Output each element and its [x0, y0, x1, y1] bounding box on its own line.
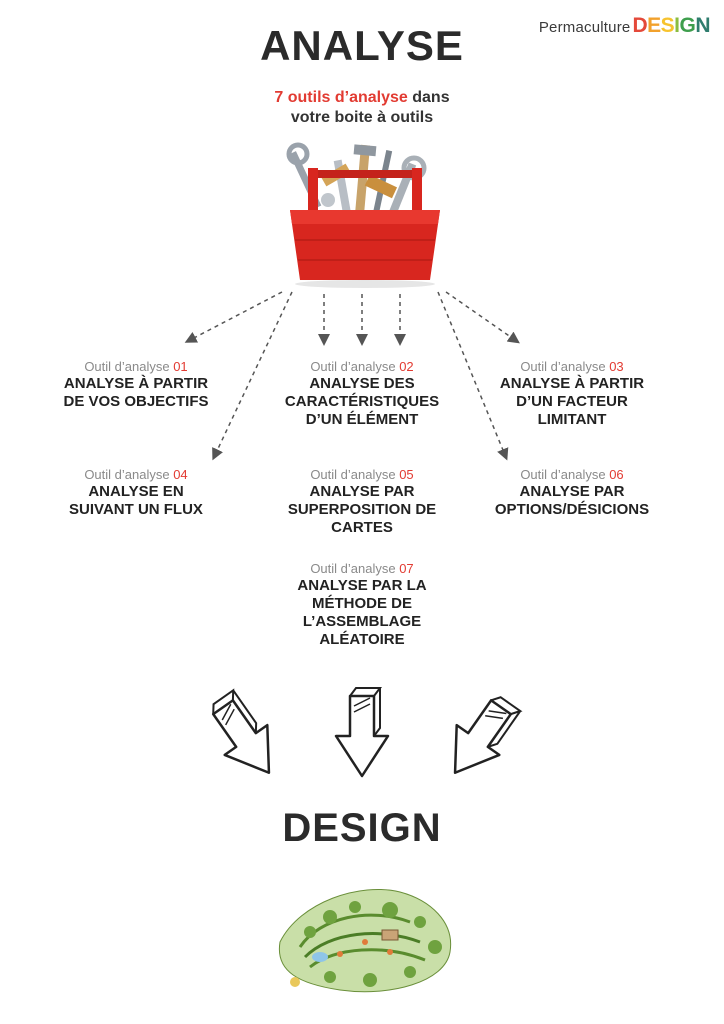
dashed-arrow-icon	[437, 291, 509, 461]
brand-letter: S	[660, 14, 675, 37]
tool-title-line: D’UN ÉLÉMENT	[305, 411, 419, 428]
brand-letter: I	[674, 14, 680, 37]
subtitle: 7 outils d’analyse dans votre boite à ou…	[0, 88, 724, 128]
tool-kicker: Outil d’analyse	[310, 467, 400, 482]
brand-letter: N	[695, 14, 710, 37]
brand-letter: D	[632, 14, 648, 37]
tool-number: 06	[609, 467, 624, 482]
tool-title-line: L’ASSEMBLAGE	[302, 613, 422, 630]
dashed-arrow-icon	[212, 291, 293, 461]
tool-title-line: ANALYSE À PARTIR	[63, 375, 209, 392]
tool-number: 02	[399, 359, 414, 374]
tool-number: 07	[399, 561, 414, 576]
dashed-arrows	[184, 291, 520, 461]
tool-title-line: CARACTÉRISTIQUES	[284, 393, 440, 410]
tool-kicker: Outil d’analyse	[84, 467, 174, 482]
tool-title-line: SUPERPOSITION DE	[287, 501, 437, 518]
tool-title-line: D’UN FACTEUR	[516, 393, 628, 410]
subtitle-accent: 7 outils d’analyse	[274, 89, 408, 106]
tool-number: 03	[609, 359, 624, 374]
brand-wordmark: DESIGN	[632, 14, 710, 38]
tool-title-line: MÉTHODE DE	[311, 595, 412, 612]
tool-title-line: ANALYSE À PARTIR	[499, 375, 645, 392]
brand-letter: G	[679, 14, 696, 37]
subtitle-line2: votre boite à outils	[290, 109, 434, 126]
hand-drawn-arrow-icon	[195, 684, 292, 789]
tool-kicker: Outil d’analyse	[310, 359, 400, 374]
brand-logo: Permaculture DESIGN	[538, 14, 711, 40]
subtitle-rest: dans	[407, 89, 450, 106]
tool-title-line: DE VOS OBJECTIFS	[63, 393, 209, 410]
big-arrows	[195, 684, 529, 789]
toolbox-handle	[315, 170, 415, 178]
tool-title-line: CARTES	[331, 519, 393, 536]
tool-title-line: ANALYSE PAR LA	[297, 577, 427, 594]
tool-title-line: ANALYSE PAR	[519, 483, 625, 500]
tool-kicker: Outil d’analyse	[520, 467, 610, 482]
dashed-arrow-icon	[445, 291, 520, 344]
garden-plan-illustration	[278, 888, 452, 993]
tool-title-line: OPTIONS/DÉSICIONS	[494, 501, 650, 518]
tool-title-line: ANALYSE PAR	[309, 483, 415, 500]
tool-title-line: LIMITANT	[537, 411, 607, 428]
tool-title-line: SUIVANT UN FLUX	[69, 501, 203, 518]
tool-title-line: ANALYSE EN	[88, 483, 184, 500]
hand-drawn-arrow-icon	[334, 686, 390, 778]
tool-title-line: ANALYSE DES	[309, 375, 415, 392]
brand-prefix: Permaculture	[538, 19, 631, 36]
tool-number: 01	[173, 359, 188, 374]
brand-letter: E	[647, 14, 661, 37]
tool-kicker: Outil d’analyse	[84, 359, 174, 374]
tool-number: 04	[173, 467, 188, 482]
dashed-arrow-icon	[184, 291, 283, 343]
tool-title-line: ALÉATOIRE	[319, 631, 405, 648]
toolbox-icon	[286, 142, 440, 288]
hand-drawn-arrow-icon	[432, 684, 529, 789]
toolbox-body	[290, 210, 440, 280]
page-title: ANALYSE	[260, 22, 464, 69]
tool-kicker: Outil d’analyse	[520, 359, 610, 374]
design-title: DESIGN	[282, 806, 442, 850]
tool-number: 05	[399, 467, 414, 482]
tool-kicker: Outil d’analyse	[310, 561, 400, 576]
